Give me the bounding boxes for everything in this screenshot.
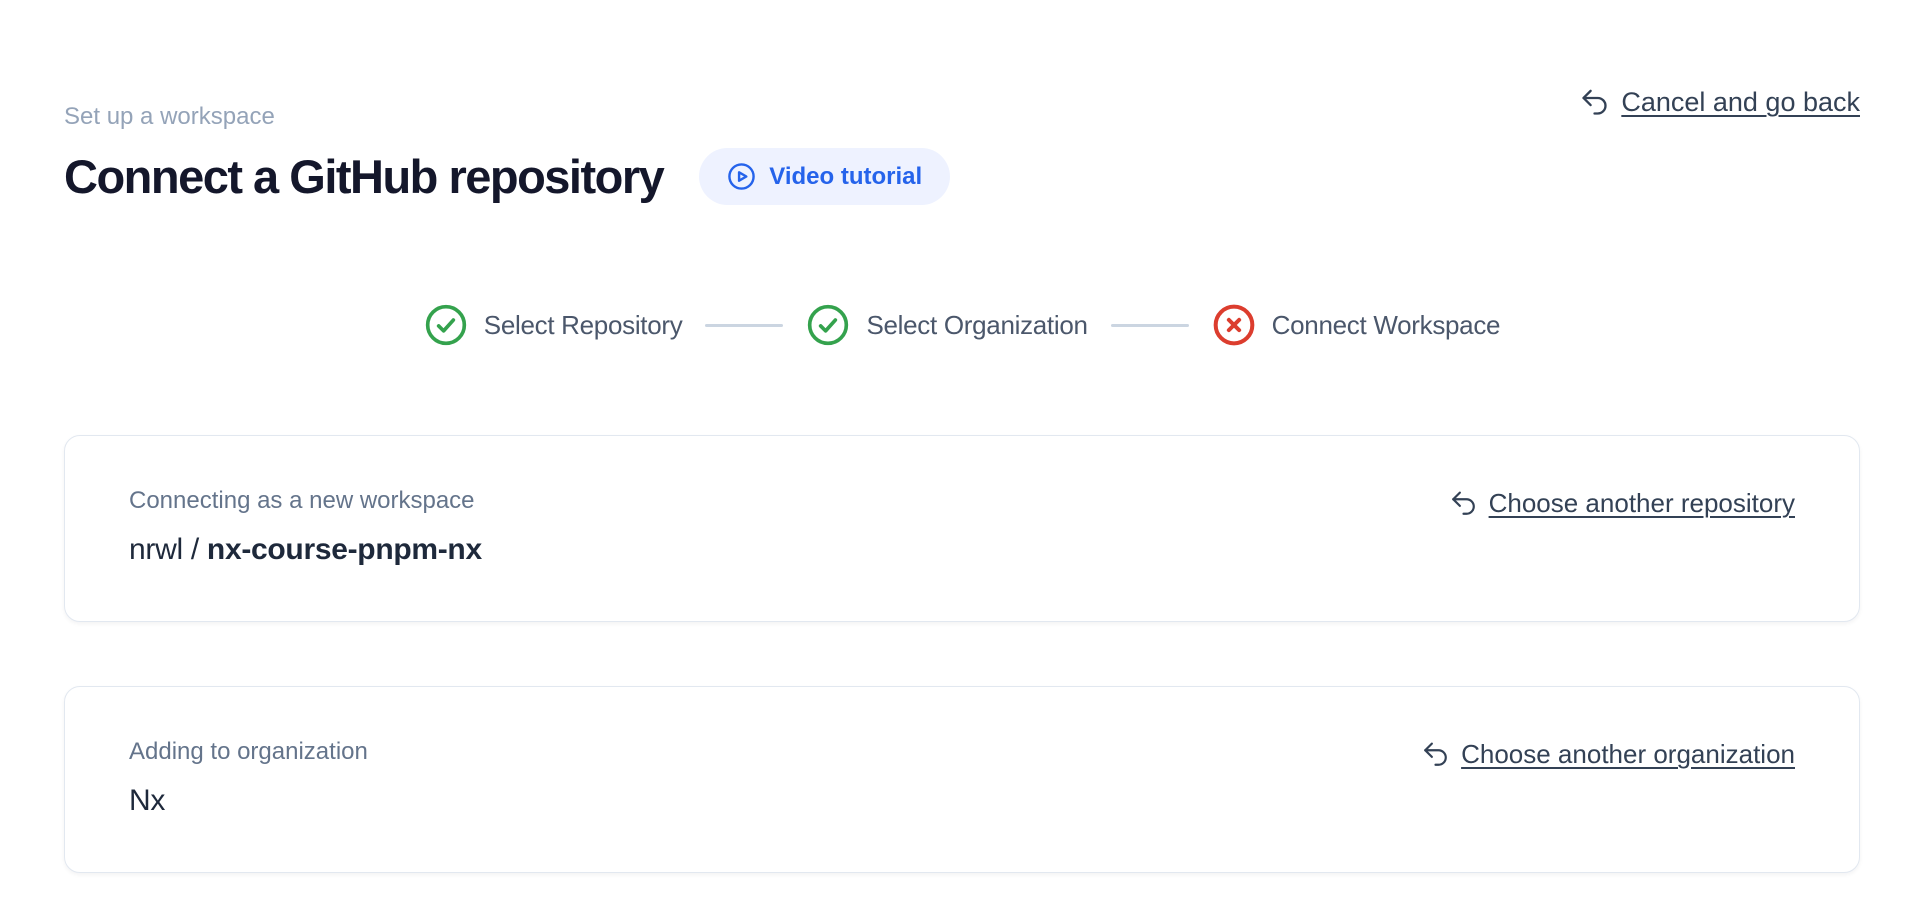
organization-card-label: Adding to organization: [129, 738, 368, 765]
step-label: Connect Workspace: [1271, 309, 1501, 340]
repository-card-label: Connecting as a new workspace: [129, 487, 475, 514]
page-header: Set up a workspace Connect a GitHub repo…: [64, 86, 1860, 205]
undo-arrow-icon: [1579, 87, 1610, 118]
repository-card: Connecting as a new workspace nrwl / nx-…: [64, 435, 1860, 622]
title-row: Connect a GitHub repository Video tutori…: [64, 148, 951, 205]
repository-repo-name: nx-course-pnpm-nx: [206, 533, 482, 566]
choose-another-repository-label: Choose another repository: [1488, 488, 1795, 518]
repository-card-info: Connecting as a new workspace nrwl / nx-…: [129, 486, 482, 571]
step-label: Select Repository: [483, 309, 683, 340]
wizard-stepper: Select Repository Select Organization: [64, 303, 1860, 347]
organization-card: Adding to organization Nx Choose another…: [64, 686, 1860, 873]
undo-arrow-icon: [1421, 740, 1450, 769]
cancel-and-go-back-link[interactable]: Cancel and go back: [1579, 86, 1860, 118]
setup-workspace-page: Set up a workspace Connect a GitHub repo…: [64, 86, 1860, 873]
organization-card-info: Adding to organization Nx: [129, 737, 368, 822]
check-circle-icon: [424, 303, 468, 347]
cancel-and-go-back-label: Cancel and go back: [1621, 87, 1860, 117]
organization-name: Nx: [129, 784, 166, 817]
choose-another-repository-link[interactable]: Choose another repository: [1449, 487, 1795, 519]
stepper-connector: [1110, 323, 1189, 327]
eyebrow-label: Set up a workspace: [64, 103, 275, 130]
step-select-repository: Select Repository: [424, 303, 683, 347]
step-select-organization: Select Organization: [806, 303, 1088, 347]
stepper-connector: [705, 323, 784, 327]
video-tutorial-button[interactable]: Video tutorial: [699, 148, 951, 205]
repository-name: nrwl / nx-course-pnpm-nx: [129, 529, 482, 571]
check-circle-icon: [806, 303, 850, 347]
video-tutorial-label: Video tutorial: [769, 162, 923, 190]
repository-owner: nrwl /: [129, 533, 207, 566]
choose-another-organization-link[interactable]: Choose another organization: [1421, 738, 1795, 770]
x-circle-icon: [1212, 303, 1256, 347]
page-title: Connect a GitHub repository: [64, 149, 665, 203]
choose-another-organization-label: Choose another organization: [1461, 739, 1795, 769]
page-header-left: Set up a workspace Connect a GitHub repo…: [64, 86, 951, 205]
step-label: Select Organization: [866, 309, 1088, 340]
step-connect-workspace: Connect Workspace: [1212, 303, 1501, 347]
undo-arrow-icon: [1449, 489, 1478, 518]
play-circle-icon: [727, 162, 756, 191]
